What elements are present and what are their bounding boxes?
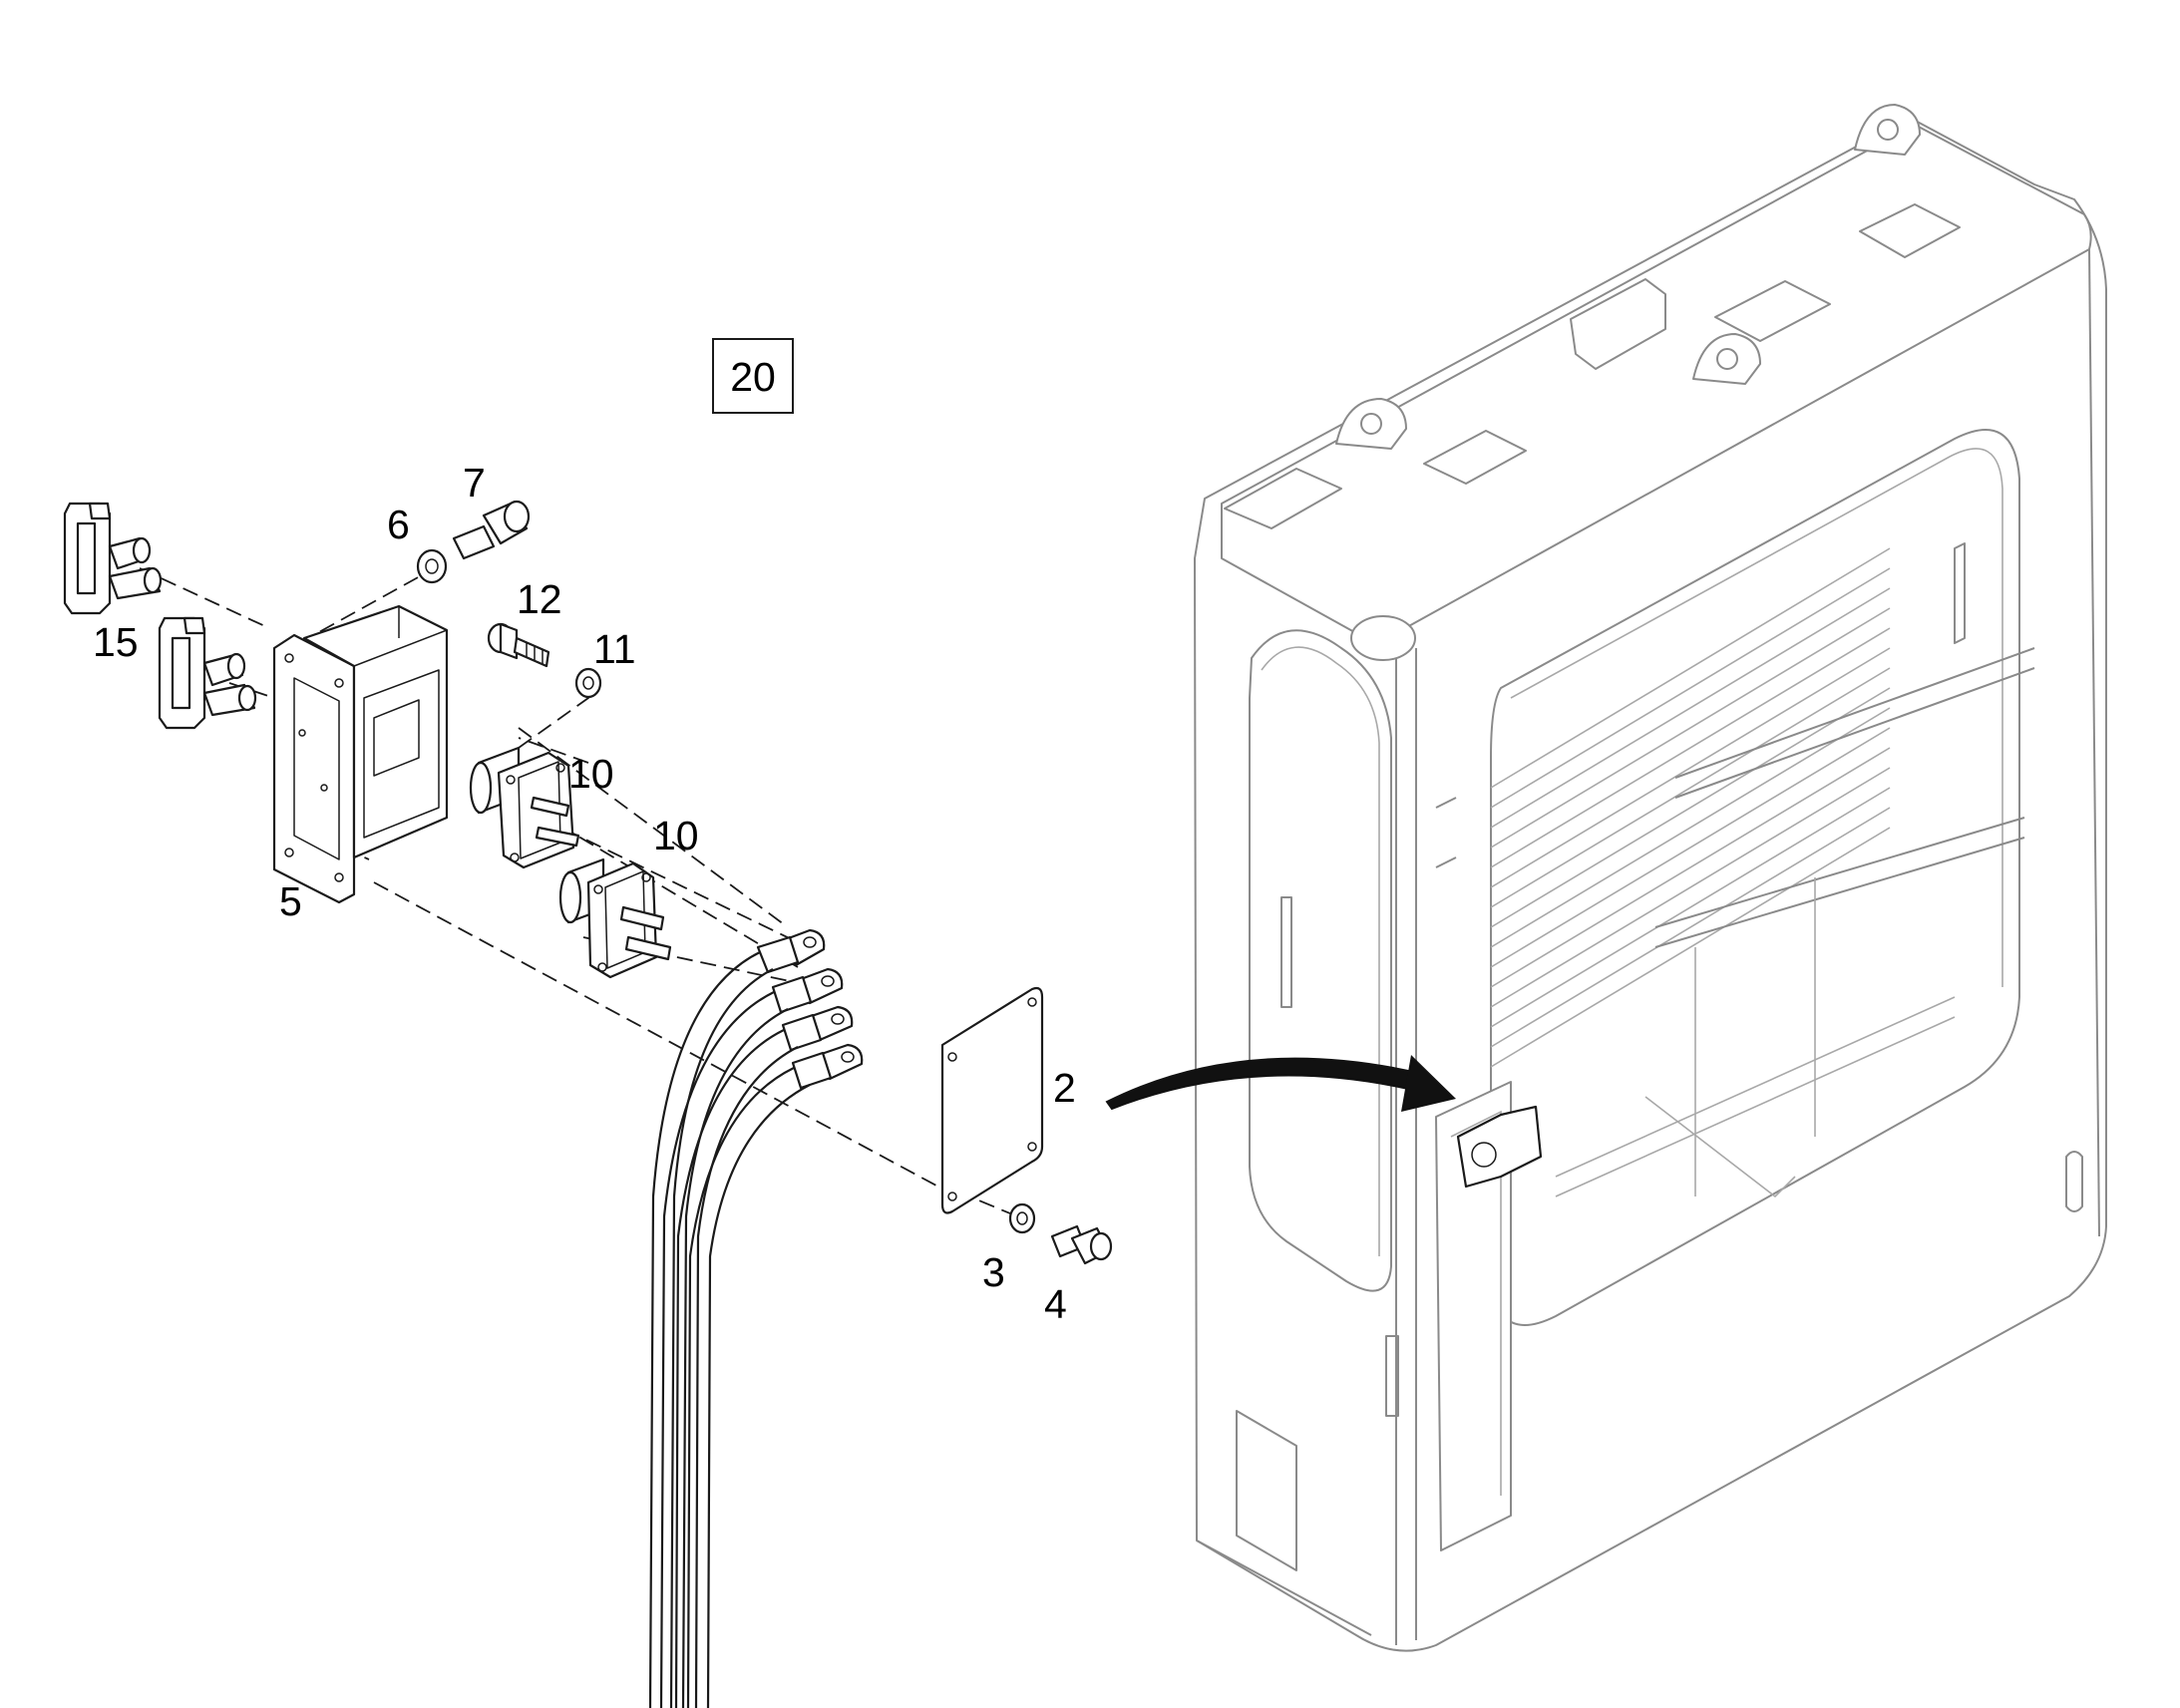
callout-4: 4: [1044, 1281, 1067, 1327]
callout-10-lower: 10: [653, 813, 699, 858]
callout-11: 11: [593, 626, 636, 672]
part-15-plug-lower: [158, 616, 257, 730]
callout-15: 15: [93, 619, 139, 665]
callout-3: 3: [982, 1249, 1005, 1295]
switch-on-cab: [1456, 1105, 1543, 1189]
callout-7: 7: [463, 460, 486, 506]
callout-12: 12: [517, 576, 562, 622]
part-6-washer: [416, 548, 448, 584]
part-4-screw: [1050, 1224, 1113, 1265]
group-label-box: 20: [712, 338, 794, 414]
part-5-housing: [272, 604, 449, 904]
callout-2: 2: [1053, 1065, 1076, 1111]
cab-frame: [1194, 104, 2107, 1652]
callout-5: 5: [279, 878, 302, 924]
battery-cables: [648, 928, 864, 1708]
callout-10-upper: 10: [568, 751, 614, 797]
part-10-terminal-lower: [558, 857, 672, 979]
callouts: 2 3 4 5 6 7 10 10 11 12 15: [93, 460, 1076, 1327]
part-12-bolt: [487, 622, 550, 668]
part-2-cover-plate: [940, 986, 1044, 1214]
part-11-washer: [574, 667, 602, 699]
location-arrow: [1105, 1055, 1456, 1112]
callout-6: 6: [387, 502, 410, 547]
part-3-washer: [1008, 1202, 1036, 1234]
part-15-plug-upper: [63, 502, 163, 615]
part-7-bolt: [452, 500, 531, 560]
part-10-terminal-upper: [469, 746, 580, 869]
group-label: 20: [730, 354, 776, 400]
